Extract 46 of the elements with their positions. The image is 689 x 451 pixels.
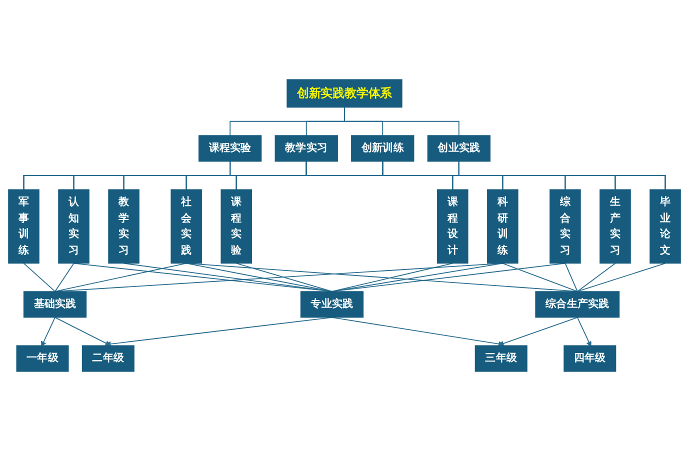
node-box: 二年级 bbox=[82, 345, 134, 372]
connector bbox=[186, 262, 332, 292]
node-box: 生产实习 bbox=[600, 189, 631, 264]
connector bbox=[23, 262, 56, 292]
node-box: 三年级 bbox=[474, 345, 528, 372]
connector bbox=[332, 262, 504, 292]
node-box: 创新训练 bbox=[351, 135, 414, 162]
node-box: 一年级 bbox=[16, 345, 69, 372]
connector bbox=[332, 262, 454, 292]
node-box: 创业实践 bbox=[427, 135, 490, 162]
node-box: 课程实验 bbox=[220, 189, 252, 264]
connector bbox=[344, 106, 460, 136]
node-box: 认知实习 bbox=[58, 189, 90, 264]
node-box: 教学实习 bbox=[108, 189, 140, 264]
arrow bbox=[498, 316, 578, 346]
connector bbox=[332, 262, 566, 292]
arrow bbox=[576, 316, 592, 347]
arrow bbox=[54, 316, 111, 346]
arrow bbox=[105, 316, 332, 347]
node-box: 基础实践 bbox=[23, 291, 87, 318]
connector bbox=[54, 262, 504, 292]
node-box: 综合实习 bbox=[550, 189, 581, 264]
connector bbox=[54, 262, 74, 292]
node-box: 科研训练 bbox=[487, 189, 518, 264]
node-box: 创新实践教学体系 bbox=[286, 79, 402, 108]
node-box: 军事训练 bbox=[8, 189, 40, 264]
connector bbox=[382, 160, 666, 190]
node-box: 专业实践 bbox=[300, 291, 364, 318]
connector bbox=[576, 262, 666, 292]
connector bbox=[186, 262, 578, 292]
node-box: 课程实验 bbox=[198, 135, 262, 162]
connector bbox=[236, 262, 332, 292]
connector bbox=[564, 262, 578, 292]
node-box: 综合生产实践 bbox=[535, 291, 620, 318]
node-box: 教学实习 bbox=[274, 135, 338, 162]
node-box: 四年级 bbox=[564, 345, 616, 372]
connector bbox=[576, 262, 616, 292]
node-box: 毕业论文 bbox=[650, 189, 681, 264]
connector bbox=[502, 262, 578, 292]
node-box: 课程设计 bbox=[437, 189, 468, 264]
arrow bbox=[41, 316, 56, 347]
node-box: 社会实践 bbox=[170, 189, 202, 264]
connector bbox=[73, 262, 332, 292]
connector bbox=[54, 262, 187, 292]
connector bbox=[123, 262, 332, 292]
connector bbox=[458, 160, 666, 190]
